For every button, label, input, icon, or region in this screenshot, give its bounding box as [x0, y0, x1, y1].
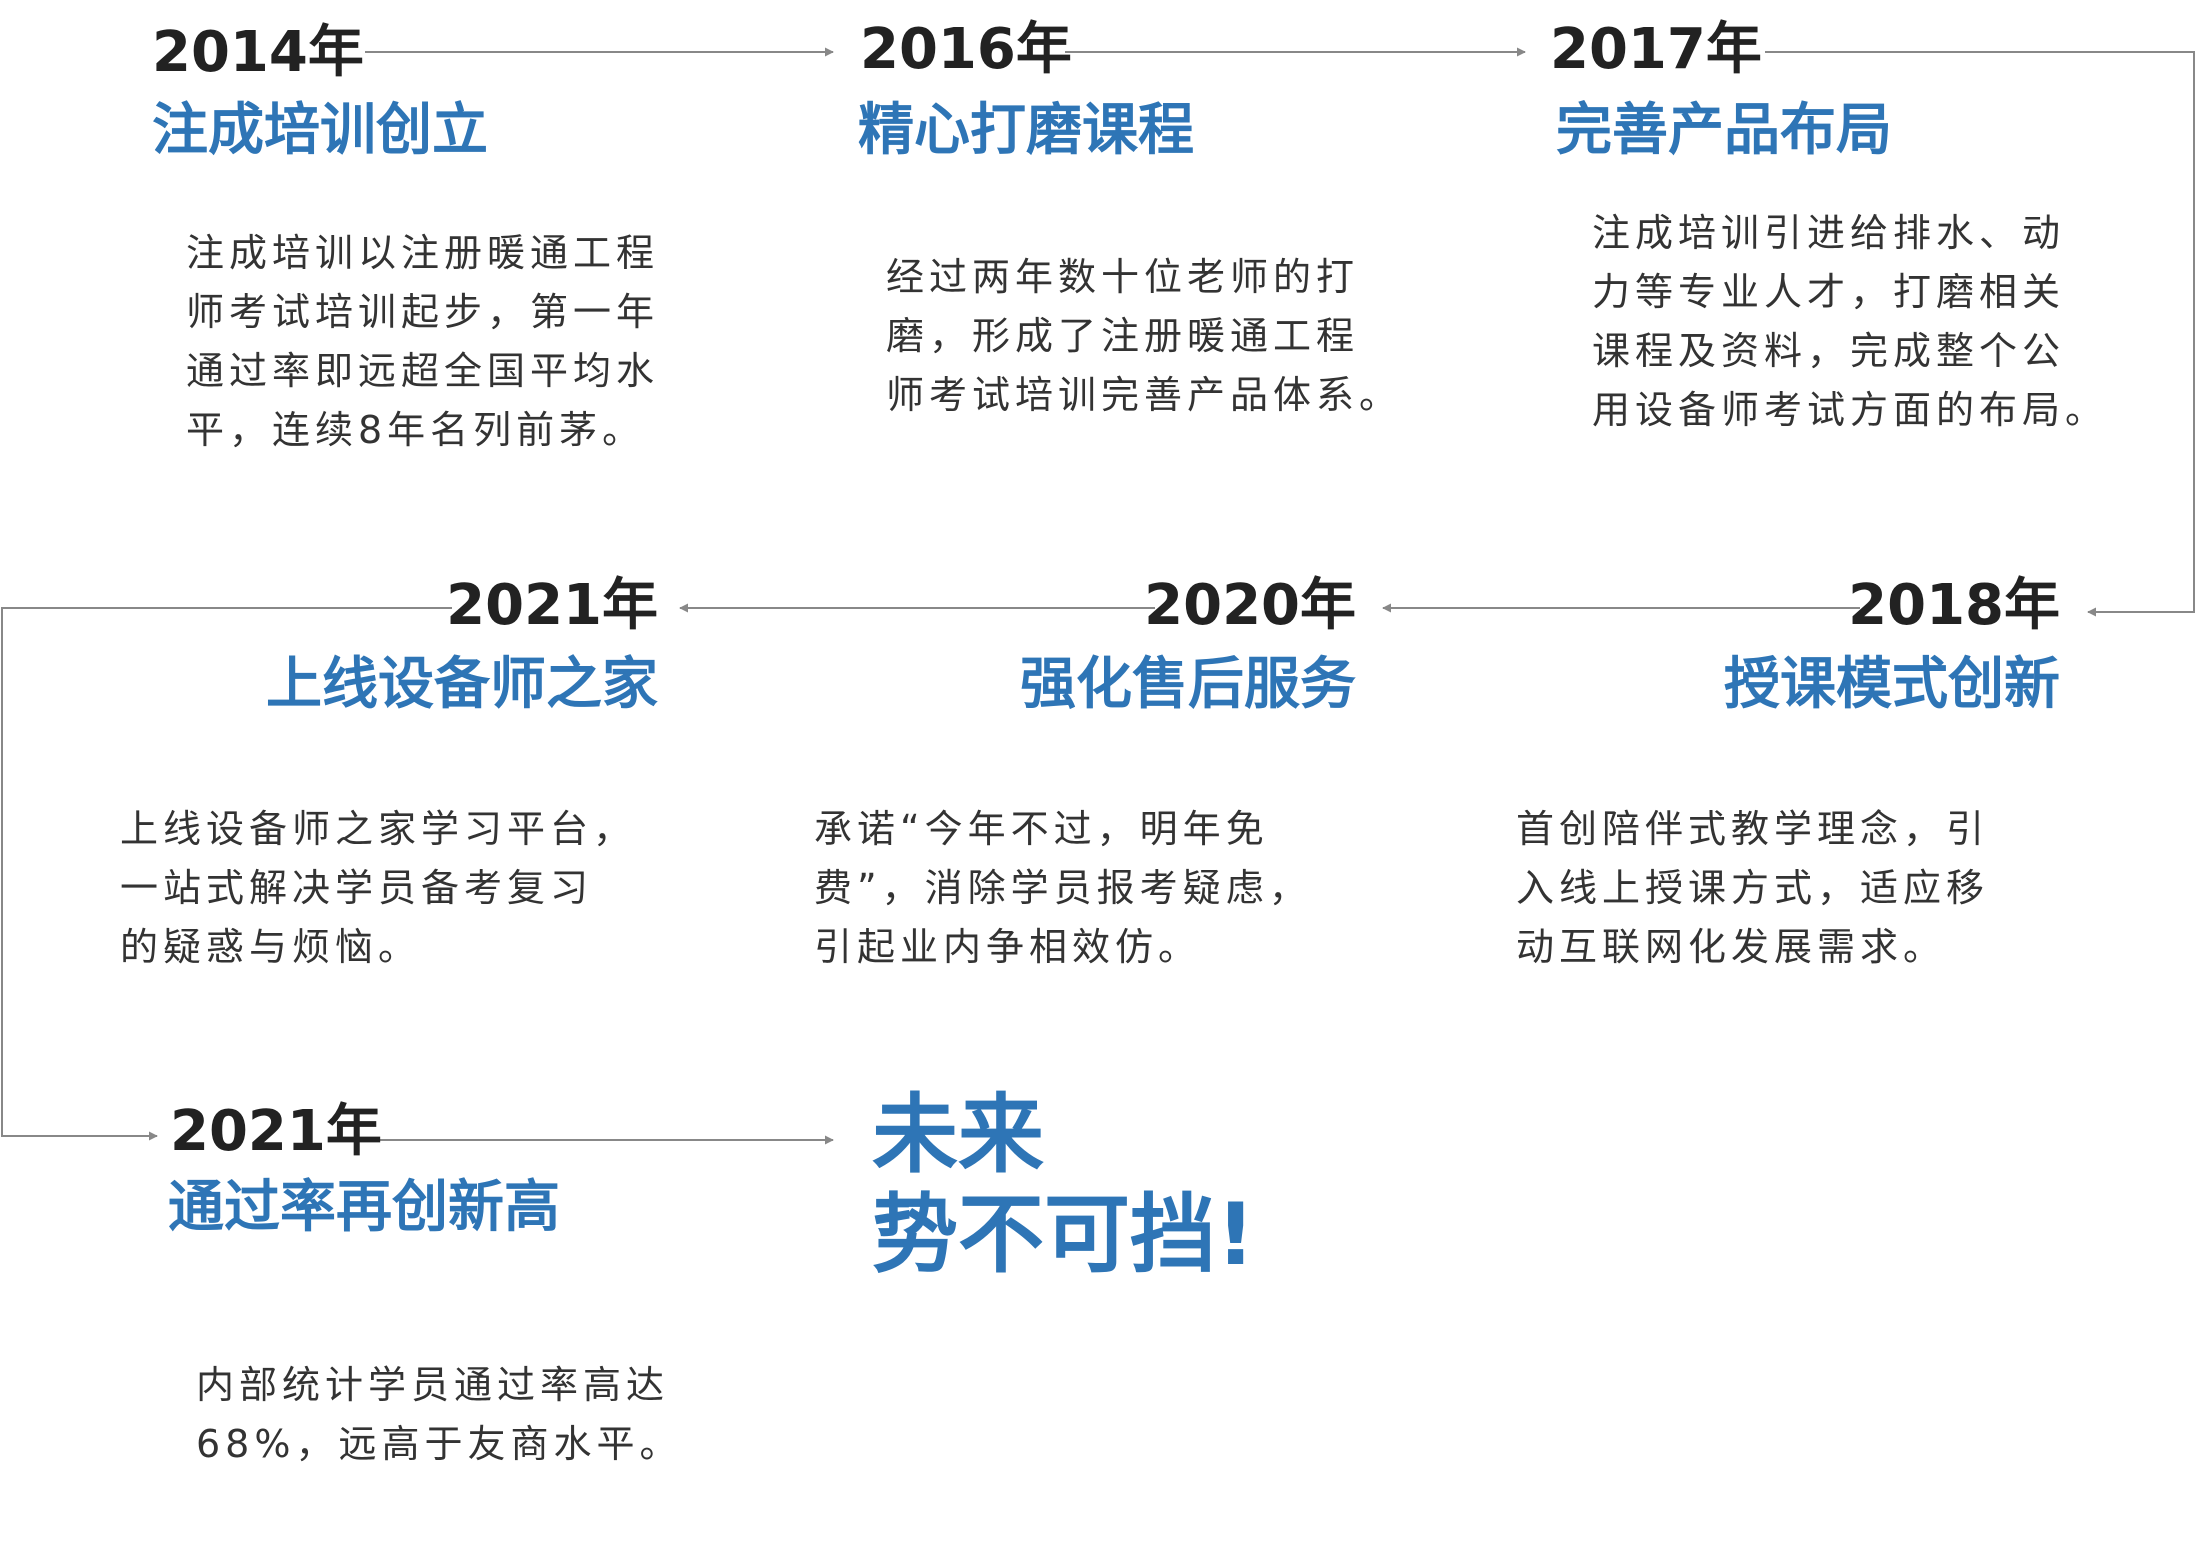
milestone-title: 通过率再创新高: [168, 1175, 560, 1240]
future-line-1: 未来: [872, 1085, 1044, 1185]
milestone-description: 注成培训引进给排水、动 力等专业人才，打磨相关 课程及资料，完成整个公 用设备师…: [1592, 204, 2108, 440]
description-line: 内部统计学员通过率高达: [196, 1363, 670, 1407]
milestone-description: 经过两年数十位老师的打 磨，形成了注册暖通工程 师考试培训完善产品体系。: [886, 248, 1402, 425]
milestone-year: 2014年: [152, 20, 364, 85]
description-line: 入线上授课方式，适应移: [1516, 866, 1990, 910]
description-line: 平，连续8年名列前茅。: [186, 408, 646, 452]
description-line: 力等专业人才，打磨相关: [1592, 270, 2066, 314]
future-slogan: 未来 势不可挡!: [872, 1085, 1255, 1285]
description-line: 注成培训以注册暖通工程: [186, 231, 660, 275]
milestone-description: 首创陪伴式教学理念，引 入线上授课方式，适应移 动互联网化发展需求。: [1516, 800, 1989, 977]
milestone-title: 授课模式创新: [1724, 652, 2060, 717]
connector-2021-2021: [1, 607, 452, 1141]
milestone-description: 注成培训以注册暖通工程 师考试培训起步，第一年 通过率即远超全国平均水 平，连续…: [186, 224, 659, 460]
milestone-description: 承诺“今年不过，明年免 费”，消除学员报考疑虑， 引起业内争相效仿。: [814, 800, 1312, 977]
description-line: 上线设备师之家学习平台，: [120, 807, 637, 851]
milestone-year: 2016年: [860, 17, 1072, 82]
milestone-description: 内部统计学员通过率高达 68%，远高于友商水平。: [196, 1356, 682, 1474]
description-line: 一站式解决学员备考复习: [120, 866, 594, 910]
description-line: 费”，消除学员报考疑虑，: [814, 866, 1312, 910]
description-line: 经过两年数十位老师的打: [886, 255, 1360, 299]
milestone-year: 2021年: [446, 573, 658, 638]
description-line: 用设备师考试方面的布局。: [1592, 388, 2109, 432]
milestone-title: 注成培训创立: [152, 98, 488, 163]
milestone-year: 2021年: [170, 1099, 382, 1164]
description-line: 课程及资料，完成整个公: [1592, 329, 2066, 373]
description-line: 动互联网化发展需求。: [1516, 925, 1947, 969]
milestone-year: 2020年: [1144, 573, 1356, 638]
description-line: 引起业内争相效仿。: [814, 925, 1202, 969]
milestone-year: 2018年: [1848, 573, 2060, 638]
milestone-title: 强化售后服务: [1020, 652, 1356, 717]
description-line: 通过率即远超全国平均水: [186, 349, 660, 393]
connector-2017-2018: [1765, 51, 2195, 617]
description-line: 师考试培训完善产品体系。: [886, 373, 1403, 417]
description-line: 68%，远高于友商水平。: [196, 1422, 683, 1466]
milestone-title: 精心打磨课程: [858, 98, 1194, 163]
description-line: 注成培训引进给排水、动: [1592, 211, 2066, 255]
milestone-title: 完善产品布局: [1556, 98, 1892, 163]
description-line: 承诺“今年不过，明年免: [814, 807, 1269, 851]
future-line-2: 势不可挡!: [872, 1185, 1256, 1285]
milestone-year: 2017年: [1550, 17, 1762, 82]
milestone-title: 上线设备师之家: [266, 652, 658, 717]
description-line: 的疑惑与烦恼。: [120, 925, 422, 969]
milestone-description: 上线设备师之家学习平台， 一站式解决学员备考复习 的疑惑与烦恼。: [120, 800, 636, 977]
description-line: 师考试培训起步，第一年: [186, 290, 660, 334]
description-line: 磨，形成了注册暖通工程: [886, 314, 1360, 358]
description-line: 首创陪伴式教学理念，引: [1516, 807, 1990, 851]
